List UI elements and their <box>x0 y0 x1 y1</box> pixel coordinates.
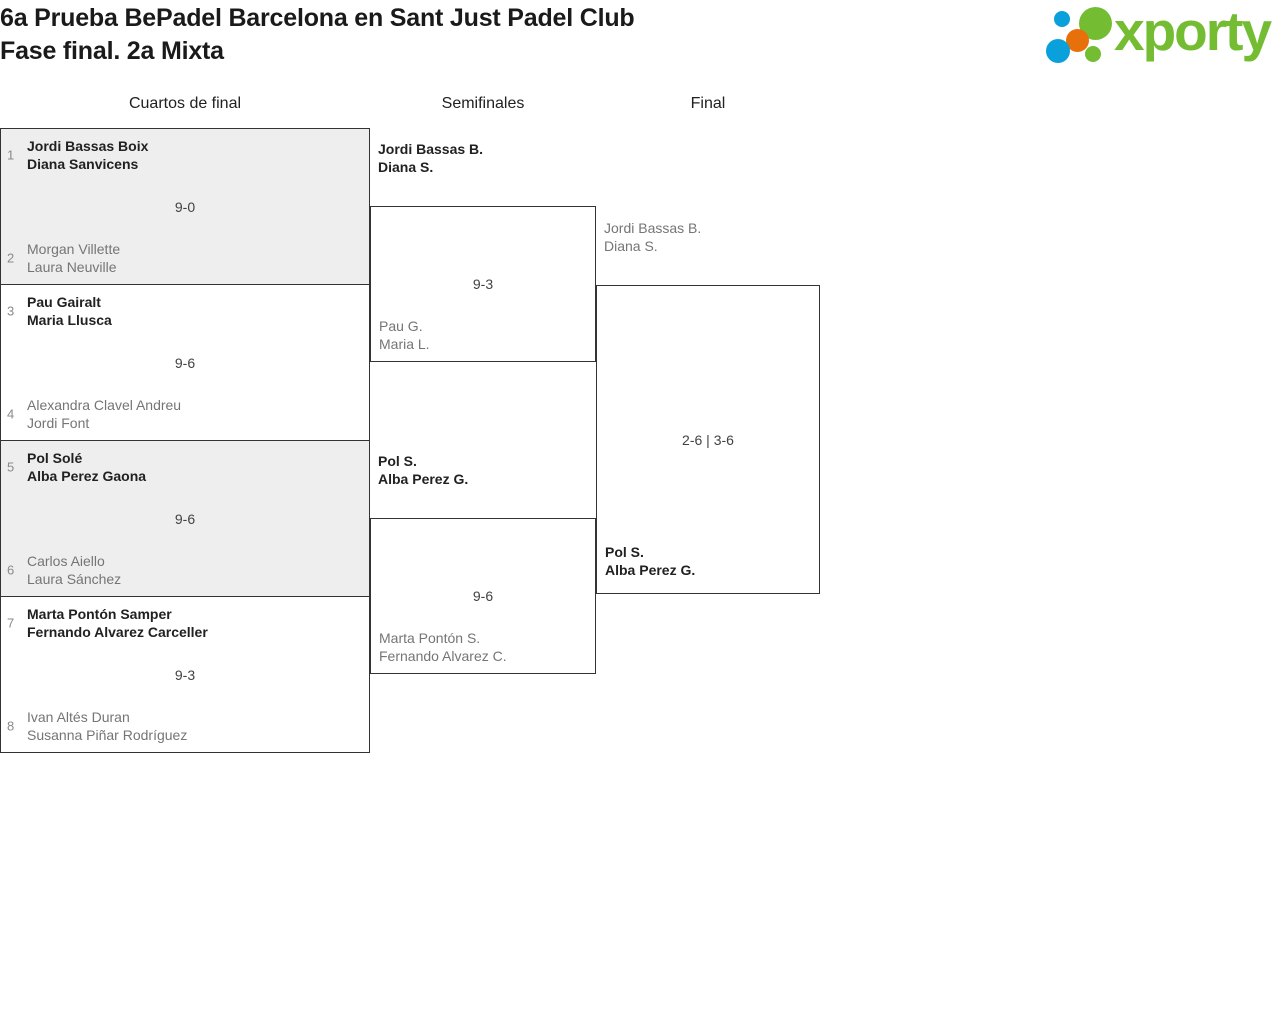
player-name: Carlos Aiello <box>27 553 105 569</box>
match-score: 9-6 <box>472 588 494 604</box>
match-team-bottom[interactable]: Pau G. Maria L. <box>371 317 595 353</box>
player-name: Marta Pontón S. <box>379 630 481 646</box>
match-quarterfinal-2[interactable]: 3 Pau Gairalt Maria Llusca 9-6 4 Alexand… <box>0 284 370 441</box>
player-name: Diana Sanvicens <box>27 156 139 172</box>
player-name: Alba Perez G. <box>378 471 469 487</box>
logo-dots-icon <box>1046 5 1114 63</box>
match-score: 9-0 <box>174 198 196 215</box>
semifinal-1-team-top[interactable]: Jordi Bassas B. Diana S. <box>370 140 596 176</box>
match-team-bottom[interactable]: 8 Ivan Altés Duran Susanna Piñar Rodrígu… <box>1 708 369 744</box>
match-team-bottom[interactable]: Marta Pontón S. Fernando Alvarez C. <box>371 629 595 665</box>
player-name: Alba Perez Gaona <box>27 468 147 484</box>
player-name: Fernando Alvarez C. <box>379 648 507 664</box>
logo-dot-green-small <box>1085 46 1101 62</box>
page-header: 6a Prueba BePadel Barcelona en Sant Just… <box>0 0 1280 88</box>
seed-number: 5 <box>7 459 15 475</box>
match-team-bottom[interactable]: 4 Alexandra Clavel Andreu Jordi Font <box>1 396 369 432</box>
logo-dot-orange <box>1066 29 1089 52</box>
player-name: Jordi Bassas Boix <box>27 138 149 154</box>
player-name: Fernando Alvarez Carceller <box>27 624 208 640</box>
match-quarterfinal-3[interactable]: 5 Pol Solé Alba Perez Gaona 9-6 6 Carlos… <box>0 440 370 597</box>
seed-number: 8 <box>7 718 15 734</box>
match-semifinal-1[interactable]: 9-3 Pau G. Maria L. <box>370 206 596 362</box>
player-name: Maria Llusca <box>27 312 112 328</box>
match-score: 9-6 <box>174 354 196 371</box>
player-name: Pol Solé <box>27 450 83 466</box>
round-header-semifinals: Semifinales <box>441 95 525 112</box>
logo-dot-blue-small <box>1054 11 1070 27</box>
match-semifinal-2[interactable]: 9-6 Marta Pontón S. Fernando Alvarez C. <box>370 518 596 674</box>
match-score: 9-3 <box>472 276 494 292</box>
match-final[interactable]: 2-6 | 3-6 Pol S. Alba Perez G. <box>596 285 820 594</box>
match-team-top[interactable]: 5 Pol Solé Alba Perez Gaona <box>1 449 369 485</box>
player-name: Ivan Altés Duran <box>27 709 130 725</box>
player-name: Alba Perez G. <box>605 562 696 578</box>
player-name: Diana S. <box>378 159 434 175</box>
player-name: Alexandra Clavel Andreu <box>27 397 182 413</box>
match-team-top[interactable]: 3 Pau Gairalt Maria Llusca <box>1 293 369 329</box>
logo-wordmark: xporty <box>1114 0 1272 62</box>
logo-dot-blue-large <box>1046 39 1070 63</box>
player-name: Laura Sánchez <box>27 571 122 587</box>
round-header-final: Final <box>690 95 726 112</box>
match-team-bottom[interactable]: 2 Morgan Villette Laura Neuville <box>1 240 369 276</box>
page-title: 6a Prueba BePadel Barcelona en Sant Just… <box>0 4 635 65</box>
match-team-top[interactable]: 7 Marta Pontón Samper Fernando Alvarez C… <box>1 605 369 641</box>
seed-number: 1 <box>7 147 15 163</box>
player-name: Pol S. <box>605 544 644 560</box>
player-name: Jordi Bassas B. <box>604 220 702 236</box>
xporty-logo[interactable]: xporty <box>1046 0 1276 64</box>
player-name: Pol S. <box>378 453 417 469</box>
player-name: Laura Neuville <box>27 259 117 275</box>
player-name: Susanna Piñar Rodríguez <box>27 727 188 743</box>
player-name: Marta Pontón Samper <box>27 606 172 622</box>
final-team-top[interactable]: Jordi Bassas B. Diana S. <box>596 219 820 255</box>
match-quarterfinal-1[interactable]: 1 Jordi Bassas Boix Diana Sanvicens 9-0 … <box>0 128 370 285</box>
seed-number: 2 <box>7 250 15 266</box>
seed-number: 6 <box>7 562 15 578</box>
semifinal-2-team-top[interactable]: Pol S. Alba Perez G. <box>370 452 596 488</box>
match-team-bottom[interactable]: 6 Carlos Aiello Laura Sánchez <box>1 552 369 588</box>
match-team-bottom[interactable]: Pol S. Alba Perez G. <box>597 543 819 579</box>
seed-number: 7 <box>7 615 15 631</box>
match-score: 2-6 | 3-6 <box>682 431 734 448</box>
player-name: Maria L. <box>379 336 430 352</box>
player-name: Pau G. <box>379 318 423 334</box>
match-quarterfinal-4[interactable]: 7 Marta Pontón Samper Fernando Alvarez C… <box>0 596 370 753</box>
seed-number: 4 <box>7 406 15 422</box>
match-score: 9-3 <box>174 666 196 683</box>
match-team-top[interactable]: 1 Jordi Bassas Boix Diana Sanvicens <box>1 137 369 173</box>
player-name: Pau Gairalt <box>27 294 101 310</box>
round-header-quarterfinals: Cuartos de final <box>128 95 242 112</box>
player-name: Jordi Bassas B. <box>378 141 484 157</box>
player-name: Diana S. <box>604 238 658 254</box>
player-name: Morgan Villette <box>27 241 121 257</box>
player-name: Jordi Font <box>27 415 90 431</box>
match-score: 9-6 <box>174 510 196 527</box>
seed-number: 3 <box>7 303 15 319</box>
